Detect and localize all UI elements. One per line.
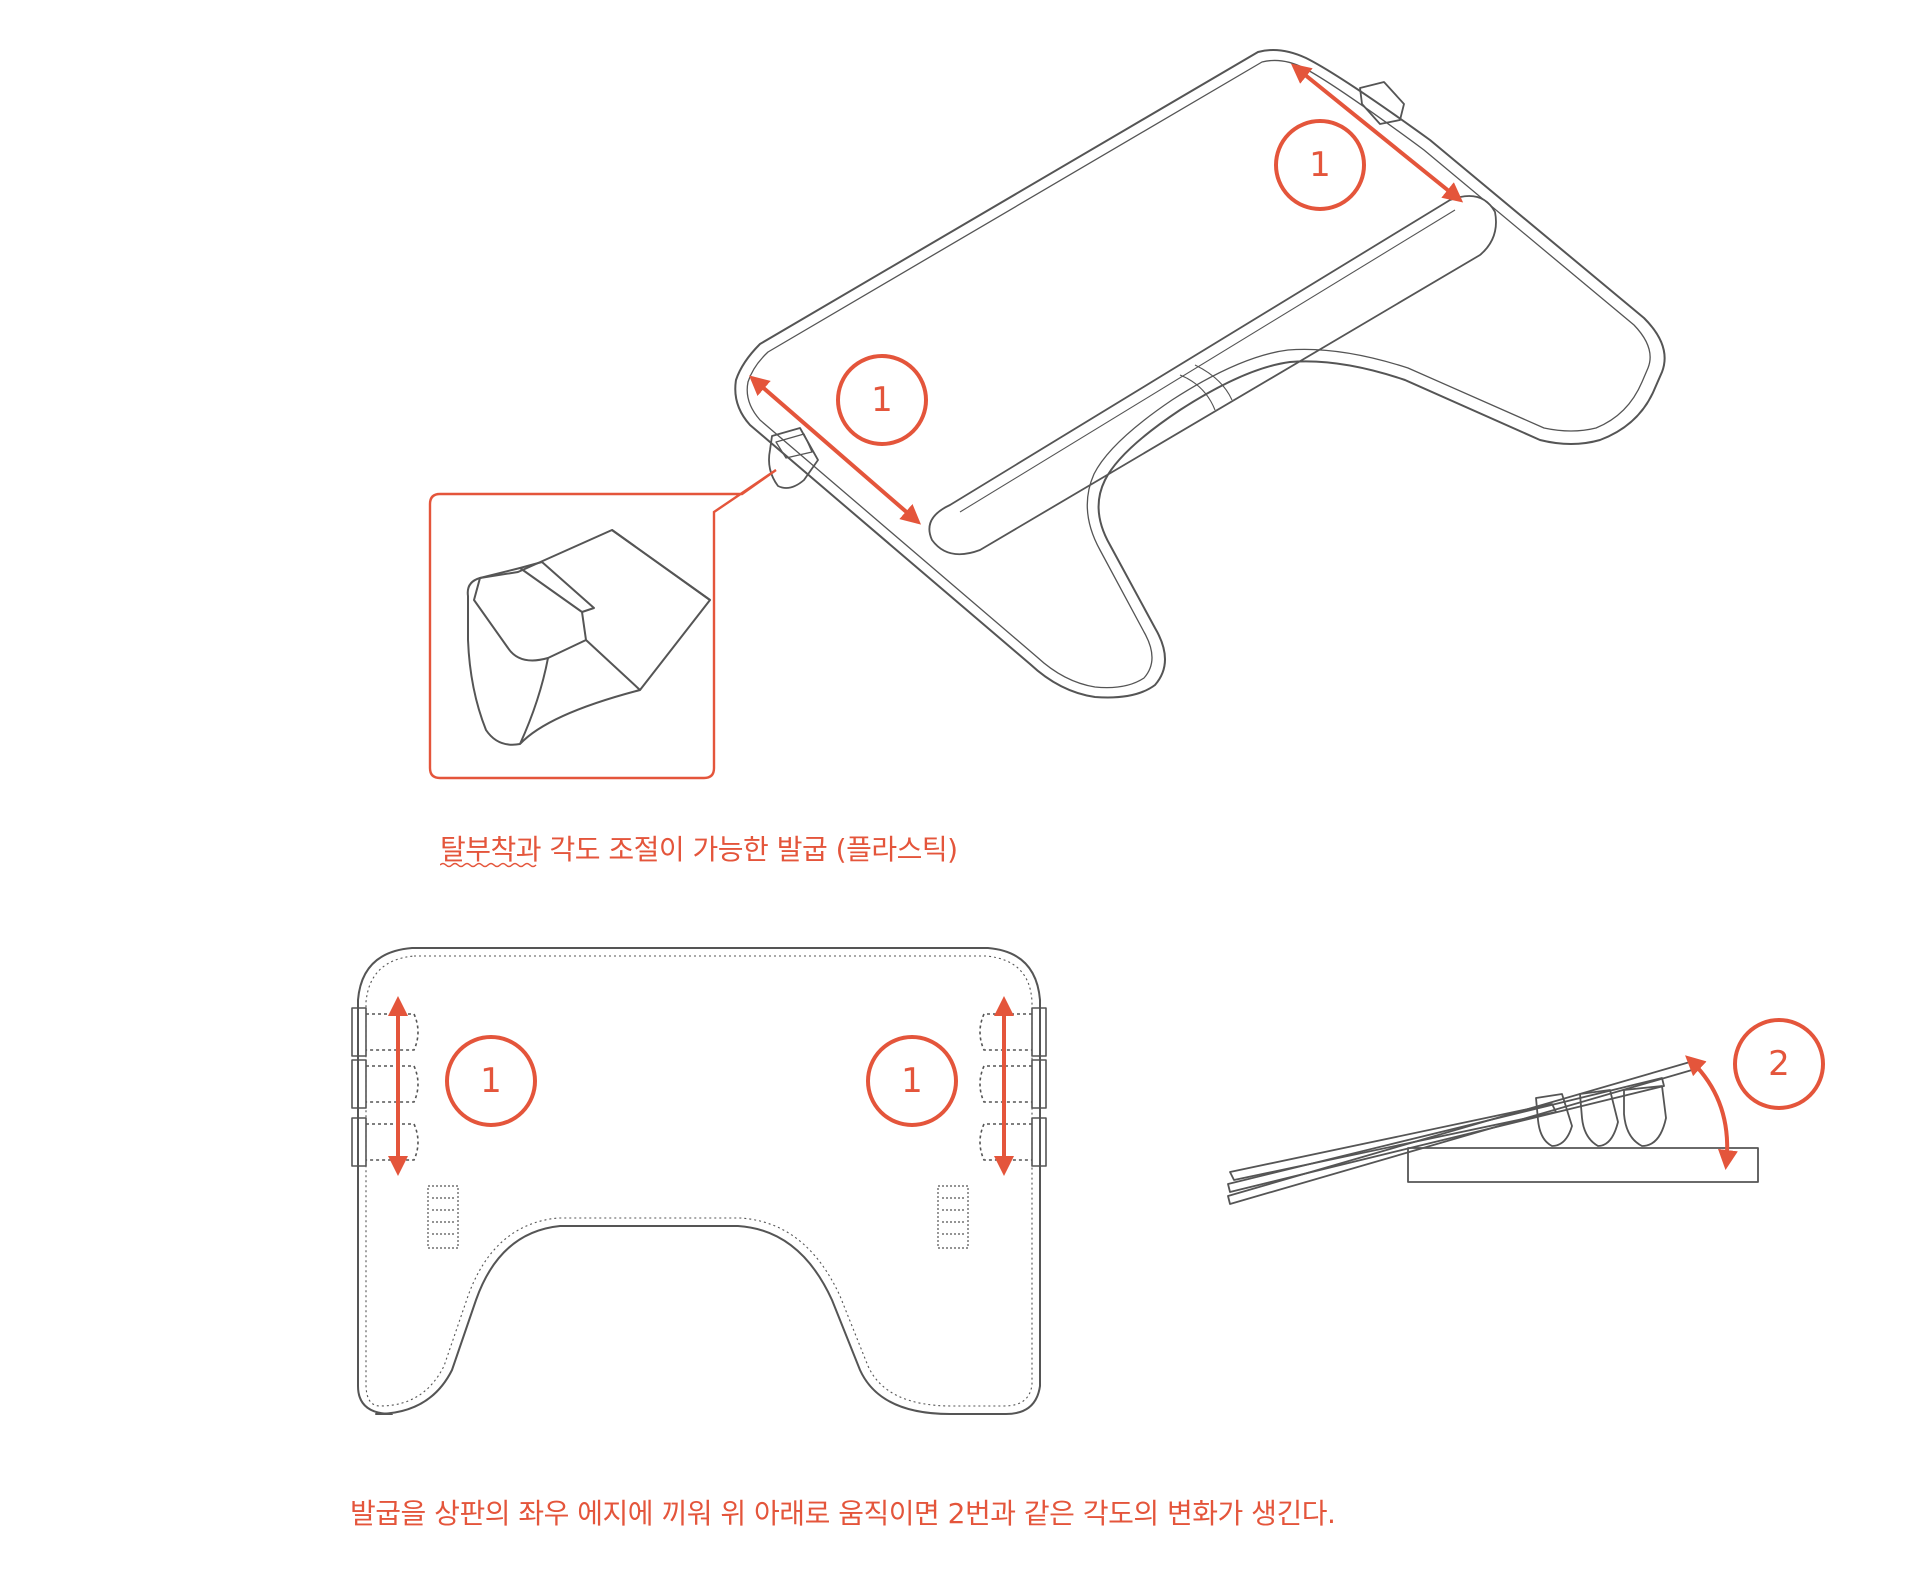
marker-circle-side <box>1733 1018 1825 1110</box>
marker-circle-plan-left <box>445 1035 537 1127</box>
marker-circle-iso-right <box>1274 119 1366 211</box>
marker-circle-plan-right <box>866 1035 958 1127</box>
isometric-annotations: 1 1 <box>748 63 1464 525</box>
caption-angle: 발굽을 상판의 좌우 에지에 끼워 위 아래로 움직이면 2번과 같은 각도의 … <box>350 1497 1336 1530</box>
marker-side: 2 <box>1768 1044 1790 1084</box>
plan-view-tray <box>351 947 1047 1415</box>
side-view-surface <box>1407 1147 1759 1183</box>
plan-grip-pads <box>427 1185 969 1249</box>
marker-iso-right: 1 <box>1309 145 1331 185</box>
marker-iso-left: 1 <box>871 380 893 420</box>
side-board-mid <box>1227 1077 1665 1193</box>
spellcheck-underline <box>440 862 537 868</box>
callout-frame <box>428 469 777 780</box>
arrow-iso-left <box>748 375 922 525</box>
isometric-wrist-rest <box>928 195 1497 556</box>
isometric-board-outline <box>734 49 1666 699</box>
marker-plan-left: 1 <box>480 1061 502 1101</box>
hoof-detail-body <box>466 529 711 746</box>
marker-plan-right: 1 <box>901 1061 923 1101</box>
plan-board-outline <box>357 947 1041 1415</box>
side-hoof-1 <box>1535 1093 1573 1147</box>
hoof-detail-callout <box>428 469 777 780</box>
plan-board-inner-edge <box>365 955 1033 1407</box>
arrow-iso-right <box>1290 63 1464 203</box>
side-hoof-3 <box>1623 1085 1667 1147</box>
side-annotations: 2 <box>1685 1018 1825 1170</box>
side-hoof-2 <box>1579 1089 1619 1147</box>
isometric-tray <box>734 49 1666 699</box>
plan-left-hoof-slots <box>351 1007 419 1167</box>
isometric-board-inner-edge <box>746 59 1651 689</box>
side-view <box>1227 1061 1759 1205</box>
arrow-side-angle <box>1685 1055 1738 1170</box>
marker-circle-iso-left <box>836 354 928 446</box>
plan-right-hoof-slots <box>979 1007 1047 1167</box>
plan-annotations: 1 1 <box>388 996 1014 1176</box>
caption-hoof: 탈부착과 각도 조절이 가능한 발굽 (플라스틱) <box>440 833 958 866</box>
